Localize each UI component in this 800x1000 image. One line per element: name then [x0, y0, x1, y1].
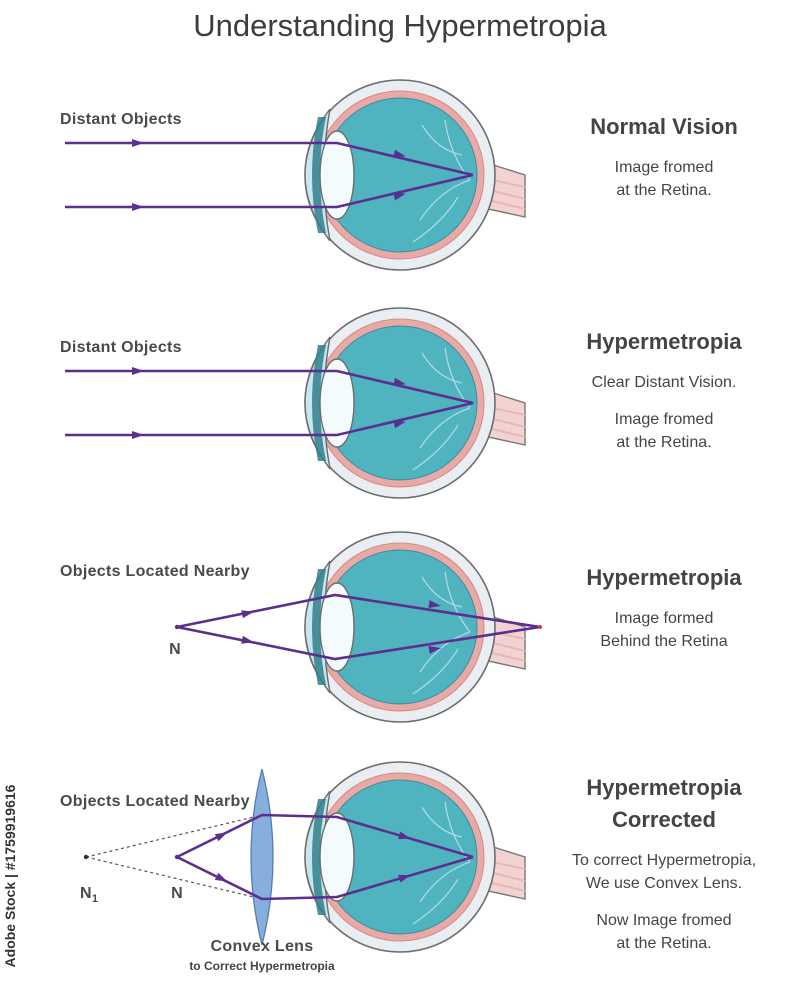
panel-description: Image formed	[615, 610, 714, 627]
panel-description: at the Retina.	[616, 935, 711, 952]
ray-arrow	[428, 645, 441, 654]
page-title: Understanding Hypermetropia	[193, 8, 607, 43]
blood-vessels	[412, 119, 471, 243]
panel-description: at the Retina.	[616, 434, 711, 451]
object-source-label: Objects Located Nearby	[60, 793, 250, 810]
iris	[312, 345, 326, 461]
ray-arrow	[393, 420, 406, 429]
blood-vessels	[412, 347, 471, 471]
panel-heading: Corrected	[612, 807, 716, 832]
panel-heading: Hypermetropia	[586, 775, 742, 800]
ray-arrow	[241, 610, 254, 619]
light-ray-top	[176, 593, 541, 629]
ray-arrow	[398, 831, 411, 840]
object-source-label: Objects Located Nearby	[60, 563, 250, 580]
panel-heading: Hypermetropia	[586, 565, 742, 590]
crystalline-lens	[319, 582, 355, 672]
panel-heading: Hypermetropia	[586, 329, 742, 354]
lens-sublabel: to Correct Hypermetropia	[189, 959, 335, 973]
ray-arrow	[428, 600, 441, 609]
ray-arrow	[241, 635, 254, 644]
far-point-label: N1	[80, 885, 98, 905]
panel-description: Clear Distant Vision.	[592, 374, 737, 391]
light-ray-top	[65, 369, 474, 405]
object-source-label: Distant Objects	[60, 111, 182, 128]
stock-credit: Adobe Stock | #1759919616	[0, 756, 20, 996]
ray-arrow	[132, 367, 144, 375]
near-point	[174, 854, 180, 860]
iris	[312, 799, 326, 915]
virtual-rays	[85, 814, 263, 900]
lens-label: Convex Lens	[211, 938, 314, 955]
ray-arrow	[393, 377, 406, 386]
ray-arrow	[132, 139, 144, 147]
panel-description: Behind the Retina	[600, 633, 727, 650]
near-point-label: N	[171, 885, 183, 902]
ray-arrow	[398, 874, 411, 883]
light-ray-bottom	[65, 173, 474, 209]
blood-vessels	[412, 801, 471, 925]
stock-credit-text: Adobe Stock | #1759919616	[2, 784, 18, 968]
blood-vessels	[412, 571, 471, 695]
crystalline-lens	[319, 130, 355, 220]
near-point-label: N	[169, 641, 181, 658]
ray-arrow	[132, 203, 144, 211]
panel-description: We use Convex Lens.	[586, 875, 742, 892]
crystalline-lens	[319, 812, 355, 902]
panel-description: Now Image fromed	[596, 912, 731, 929]
light-ray-top	[65, 141, 474, 177]
image-point	[538, 625, 542, 629]
convex-lens	[250, 768, 274, 946]
ray-arrow	[132, 431, 144, 439]
virtual-point	[83, 854, 89, 860]
iris	[312, 117, 326, 233]
ray-arrow	[214, 872, 228, 882]
crystalline-lens	[319, 358, 355, 448]
ray-arrow	[393, 149, 406, 158]
object-source-label: Distant Objects	[60, 339, 182, 356]
panel-description: Image fromed	[615, 411, 714, 428]
panel-description: at the Retina.	[616, 182, 711, 199]
light-ray-bottom	[176, 625, 541, 661]
panel-description: To correct Hypermetropia,	[572, 852, 756, 869]
panel-heading: Normal Vision	[590, 114, 738, 139]
light-ray-bottom	[65, 401, 474, 437]
panel-description: Image fromed	[615, 159, 714, 176]
ray-arrow	[393, 192, 406, 201]
near-point	[174, 624, 180, 630]
ray-arrow	[214, 832, 228, 842]
